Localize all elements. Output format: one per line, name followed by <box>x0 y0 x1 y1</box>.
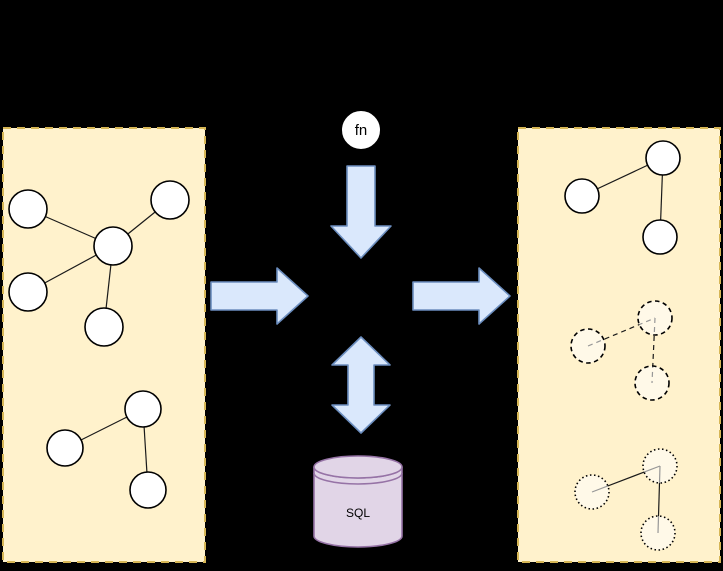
graph-node <box>640 515 676 551</box>
graph-node <box>46 429 84 467</box>
output-graph-solid <box>564 140 681 255</box>
graph-node <box>574 474 610 510</box>
fn-label: fn <box>355 122 368 139</box>
database-top <box>313 455 403 479</box>
graph-node <box>150 180 190 220</box>
graph-node <box>642 219 678 255</box>
graph-node <box>564 178 600 214</box>
input-graph-tree <box>46 390 167 509</box>
output-panel <box>517 127 721 563</box>
graph-node <box>642 448 678 484</box>
output-graph-dashed <box>570 300 673 401</box>
graph-node <box>84 307 124 347</box>
output-arrow-right <box>412 267 511 325</box>
database-sync-arrow <box>331 336 391 434</box>
graph-node <box>93 226 133 266</box>
input-arrow-right <box>210 267 309 325</box>
graph-node <box>124 390 162 428</box>
graph-node <box>129 471 167 509</box>
graph-node <box>570 328 606 364</box>
fn-arrow-down <box>330 165 392 259</box>
sql-label: SQL <box>346 506 370 520</box>
input-graph-star <box>8 180 190 347</box>
graph-node <box>634 365 670 401</box>
fn-circle <box>340 109 382 151</box>
output-graph-dotted <box>574 448 678 551</box>
graph-node <box>637 300 673 336</box>
sql-database-icon: SQL <box>313 455 403 548</box>
graph-node <box>8 189 48 229</box>
graph-node <box>8 272 48 312</box>
database-inner-arc <box>313 472 403 485</box>
graph-node <box>645 140 681 176</box>
fn-node: fn <box>340 109 382 151</box>
